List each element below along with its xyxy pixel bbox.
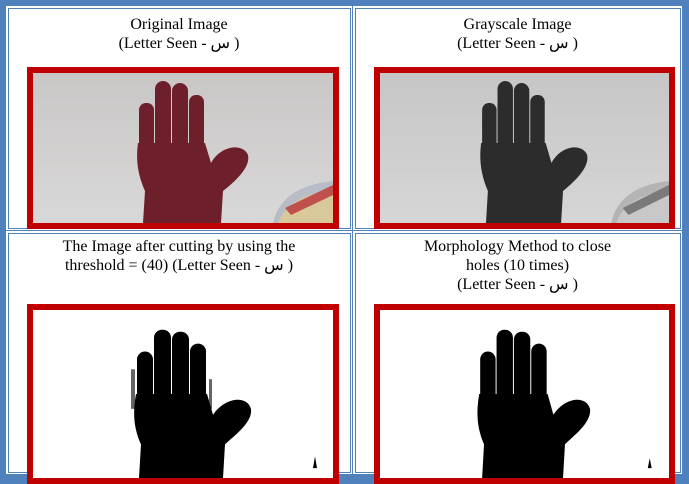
cell-morphology: Morphology Method to close holes (10 tim… <box>353 231 683 475</box>
caption-grayscale-title: Grayscale Image <box>353 15 682 34</box>
cell-original: Original Image (Letter Seen - س ) <box>6 6 353 231</box>
caption-morphology: Morphology Method to close holes (10 tim… <box>353 237 682 294</box>
caption-threshold-line2: threshold = (40) (Letter Seen - س ) <box>6 256 352 275</box>
caption-morphology-line1: Morphology Method to close <box>353 237 682 256</box>
figure-frame: Original Image (Letter Seen - س ) <box>6 6 683 475</box>
caption-grayscale: Grayscale Image (Letter Seen - س ) <box>353 15 682 53</box>
caption-threshold: The Image after cutting by using the thr… <box>6 237 352 275</box>
caption-morphology-line2: holes (10 times) <box>353 256 682 275</box>
caption-original-subtitle: (Letter Seen - س ) <box>6 34 352 53</box>
caption-original: Original Image (Letter Seen - س ) <box>6 15 352 53</box>
figure-table: Original Image (Letter Seen - س ) <box>6 6 683 475</box>
original-hand-image <box>27 67 339 229</box>
caption-threshold-line1: The Image after cutting by using the <box>6 237 352 256</box>
caption-original-title: Original Image <box>6 15 352 34</box>
caption-grayscale-subtitle: (Letter Seen - س ) <box>353 34 682 53</box>
caption-morphology-line3: (Letter Seen - س ) <box>353 275 682 294</box>
grayscale-hand-image <box>374 67 675 229</box>
threshold-hand-image <box>27 304 339 484</box>
cell-grayscale: Grayscale Image (Letter Seen - س ) <box>353 6 683 231</box>
morphology-hand-image <box>374 304 675 484</box>
cell-threshold: The Image after cutting by using the thr… <box>6 231 353 475</box>
